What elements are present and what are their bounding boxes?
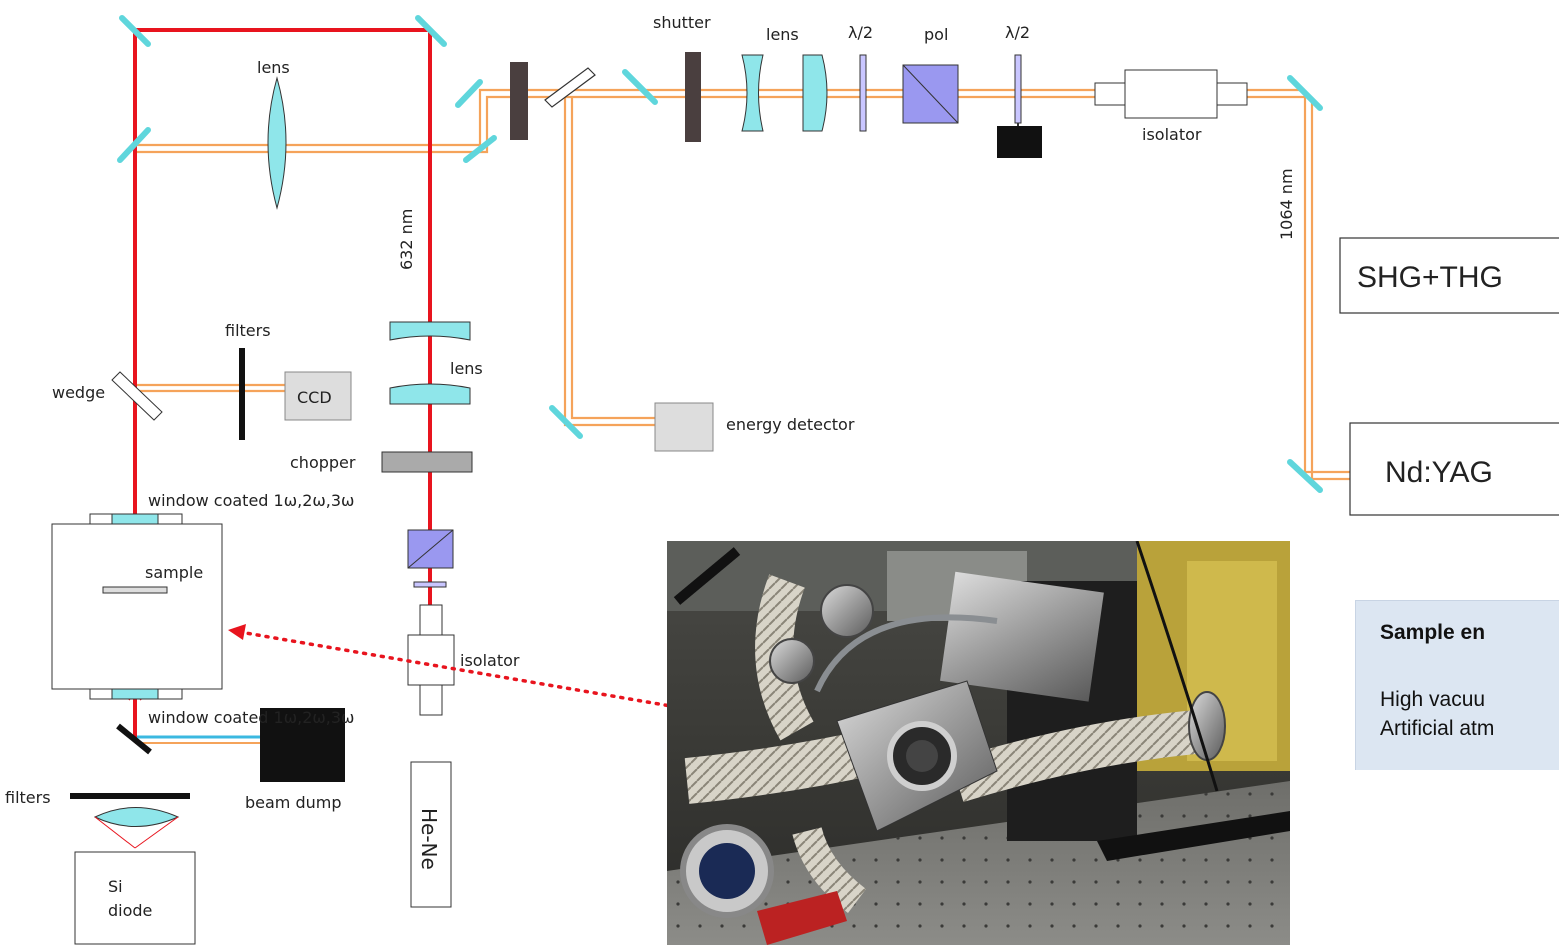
label-lens-top: lens xyxy=(766,25,799,44)
label-sample: sample xyxy=(145,563,203,582)
label-chopper: chopper xyxy=(290,453,356,472)
large-lens xyxy=(268,78,286,208)
label-1064: 1064 nm xyxy=(1277,168,1296,240)
convex-lens-top xyxy=(803,55,827,131)
label-window-bottom: window coated 1ω,2ω,3ω xyxy=(148,708,354,727)
label-632: 632 nm xyxy=(397,209,416,270)
energy-detector-box xyxy=(655,403,713,451)
vacuum-chamber-photo xyxy=(667,541,1290,945)
label-pol: pol xyxy=(924,25,948,44)
concave-lens-top xyxy=(742,55,763,131)
label-he-ne: He-Ne xyxy=(417,808,441,870)
half-wave-plate-1 xyxy=(860,55,866,131)
beam-splitter xyxy=(545,68,595,107)
convex-lens-hene xyxy=(390,384,470,404)
si-diode xyxy=(75,852,195,944)
diode-lens xyxy=(95,808,178,827)
label-shutter: shutter xyxy=(653,13,711,32)
sample-chamber xyxy=(52,524,222,689)
isolator-hene xyxy=(408,605,454,715)
label-lens-hene: lens xyxy=(450,359,483,378)
isolator-top xyxy=(1095,70,1247,118)
label-beam-dump: beam dump xyxy=(245,793,342,812)
sample-holder xyxy=(103,587,167,593)
label-filters-bottom: filters xyxy=(5,788,51,807)
label-lens-left: lens xyxy=(257,58,290,77)
label-wedge: wedge xyxy=(52,383,105,402)
beam-block xyxy=(510,62,528,140)
info-line-1: High vacuu xyxy=(1380,685,1559,714)
label-si: Si xyxy=(108,877,123,896)
label-nd-yag: Nd:YAG xyxy=(1385,456,1493,489)
chopper xyxy=(382,452,472,472)
label-filters-top: filters xyxy=(225,321,271,340)
label-half-wave-1: λ/2 xyxy=(848,23,873,42)
label-window-top: window coated 1ω,2ω,3ω xyxy=(148,491,354,510)
label-energy-detector: energy detector xyxy=(726,415,855,434)
blue-beam xyxy=(135,737,260,743)
filter-bar-bottom xyxy=(70,793,190,799)
label-half-wave-2: λ/2 xyxy=(1005,23,1030,42)
half-wave-plate-2 xyxy=(1015,55,1021,123)
filter-bar-top xyxy=(239,348,245,440)
label-ccd: CCD xyxy=(297,388,332,407)
shutter xyxy=(685,52,701,142)
info-title: Sample en xyxy=(1380,621,1559,645)
sample-environment-box: Sample en High vacuu Artificial atm xyxy=(1355,600,1559,770)
label-diode: diode xyxy=(108,901,152,920)
info-line-2: Artificial atm xyxy=(1380,714,1559,743)
label-isolator-hene: isolator xyxy=(460,651,520,670)
beam-dump-small xyxy=(997,126,1042,158)
label-isolator-top: isolator xyxy=(1142,125,1202,144)
label-shg-thg: SHG+THG xyxy=(1357,261,1503,294)
